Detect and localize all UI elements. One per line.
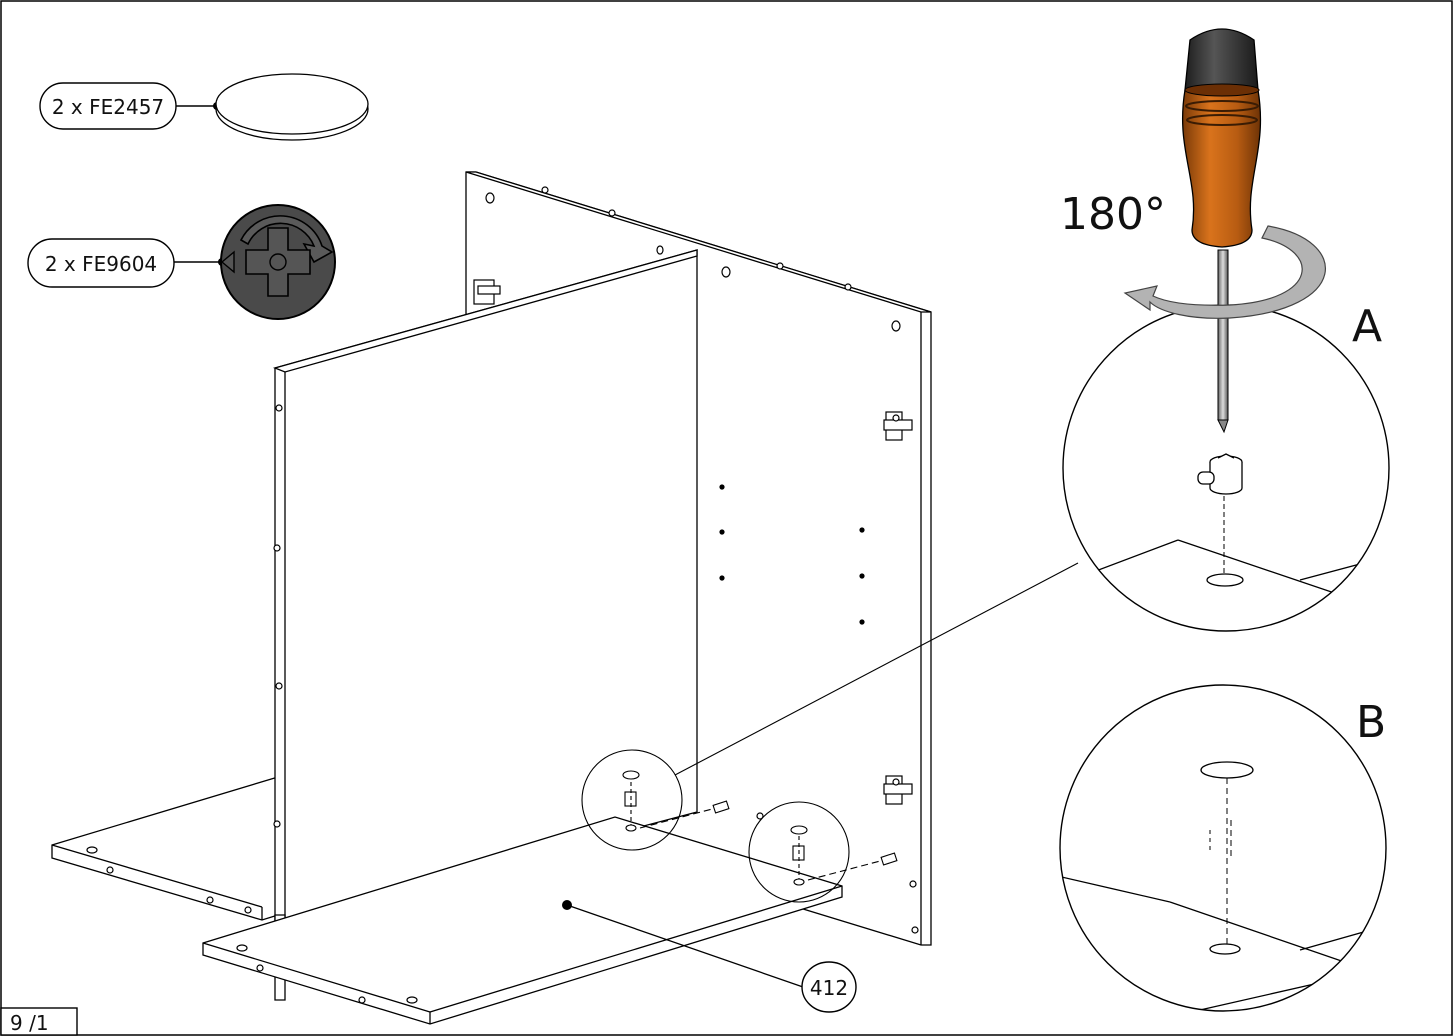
panel-number-label: 412: [810, 976, 848, 1000]
part-1-label: 2 x FE2457: [52, 95, 164, 119]
detail-b-label: B: [1356, 697, 1386, 748]
page-number-box: 9 /1: [0, 1007, 78, 1036]
part-2-label: 2 x FE9604: [45, 252, 157, 276]
cam-barrel: [1197, 453, 1243, 495]
detail-b: B: [1059, 684, 1387, 1012]
cam-lock-fitting-icon: [220, 204, 336, 320]
rotation-arrow-icon: [1123, 225, 1326, 319]
detail-a-label: A: [1352, 301, 1382, 352]
fitting-cams: [622, 770, 898, 886]
round-cap-cover-icon: [215, 73, 369, 141]
panel-holes: [86, 186, 919, 1004]
panel-number-callout: 412: [562, 900, 857, 1013]
screwdriver-icon: [1181, 28, 1262, 434]
detail-a: A: [1062, 301, 1390, 632]
page-number: 9 /1: [10, 1011, 49, 1035]
hinge-plates: [473, 279, 913, 805]
part-callout-1: 2 x FE2457: [39, 73, 369, 141]
rotation-label: 180°: [1060, 189, 1166, 240]
part-callout-2: 2 x FE9604: [27, 204, 336, 320]
shelf-panel-412: [202, 816, 843, 1025]
fitting-zoom-circles: [581, 562, 1079, 903]
cabinet-assembly: [51, 171, 932, 1025]
bottom-panel-left: [51, 776, 279, 921]
